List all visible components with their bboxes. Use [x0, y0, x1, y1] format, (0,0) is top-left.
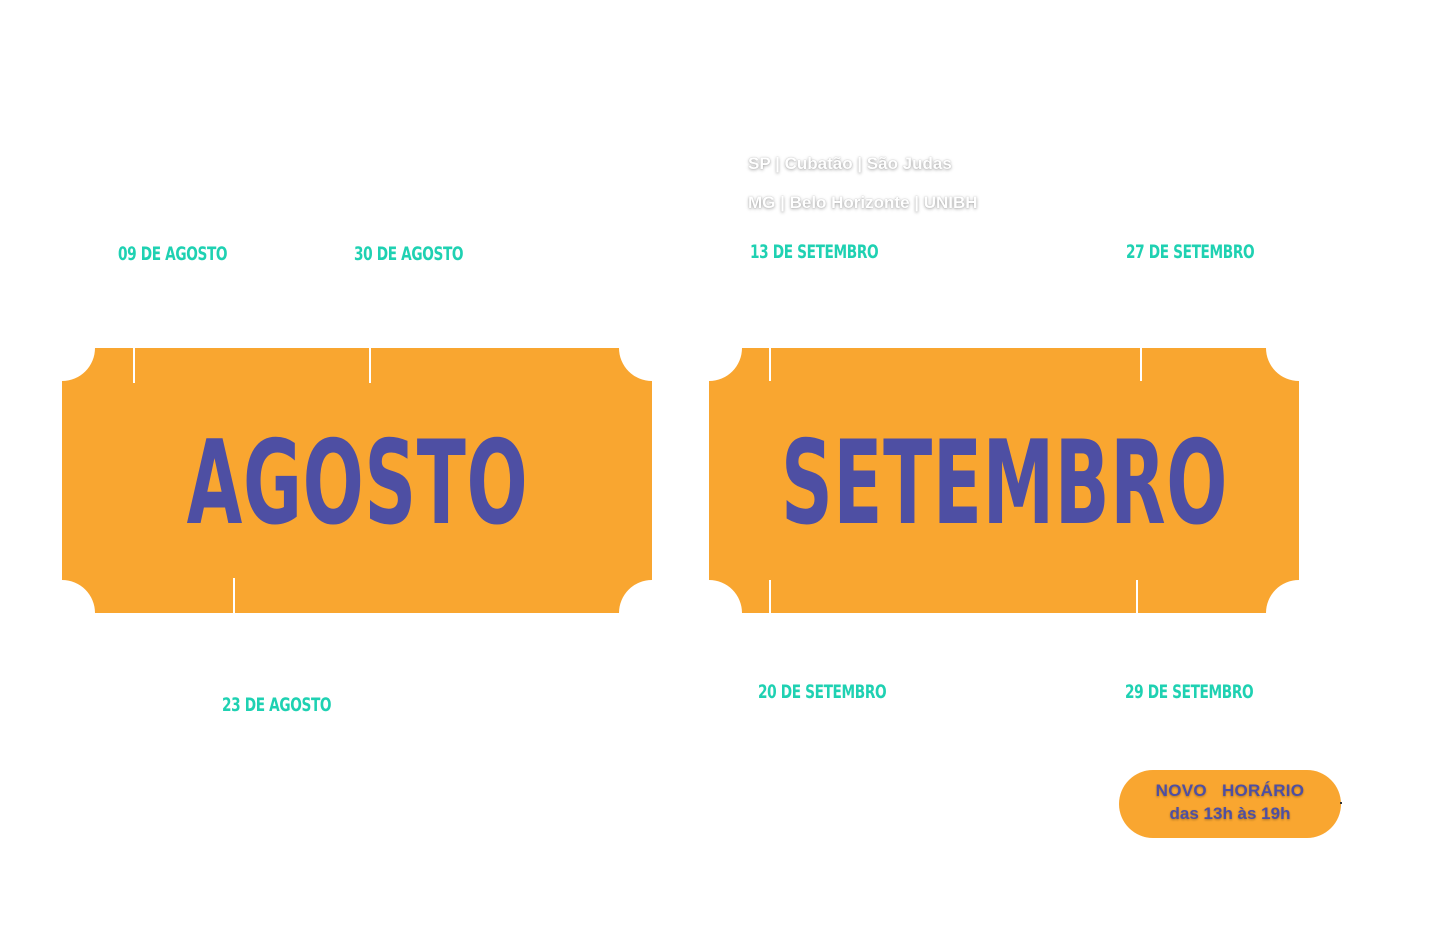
ticket-september-title: SETEMBRO — [780, 416, 1228, 551]
ticket-august-title: AGOSTO — [186, 416, 528, 551]
ticket-shape — [709, 348, 1299, 613]
location-sp-caption: SP | Cubatão | São Judas — [748, 154, 952, 173]
ticket-august[interactable]: AGOSTO — [62, 348, 652, 613]
badge-hours: das 13h às 19h — [1169, 804, 1291, 823]
date-link-sep-27[interactable]: 27 DE SETEMBRO — [1126, 241, 1255, 263]
ticket-september[interactable]: SETEMBRO — [709, 348, 1299, 613]
date-link-sep-29[interactable]: 29 DE SETEMBRO — [1125, 681, 1254, 703]
date-link-aug-23[interactable]: 23 DE AGOSTO — [222, 694, 332, 716]
badge-headline: NOVO HORÁRIO — [1155, 781, 1305, 800]
new-schedule-badge[interactable]: NOVO HORÁRIO das 13h às 19h — [1119, 770, 1341, 838]
location-mg-caption: MG | Belo Horizonte | UNIBH — [748, 193, 978, 212]
decorative-dot — [1340, 802, 1342, 804]
date-link-sep-20[interactable]: 20 DE SETEMBRO — [758, 681, 887, 703]
date-link-sep-13[interactable]: 13 DE SETEMBRO — [750, 241, 879, 263]
ticket-shape — [62, 348, 652, 613]
date-link-aug-09[interactable]: 09 DE AGOSTO — [118, 243, 228, 265]
date-link-aug-30[interactable]: 30 DE AGOSTO — [354, 243, 464, 265]
